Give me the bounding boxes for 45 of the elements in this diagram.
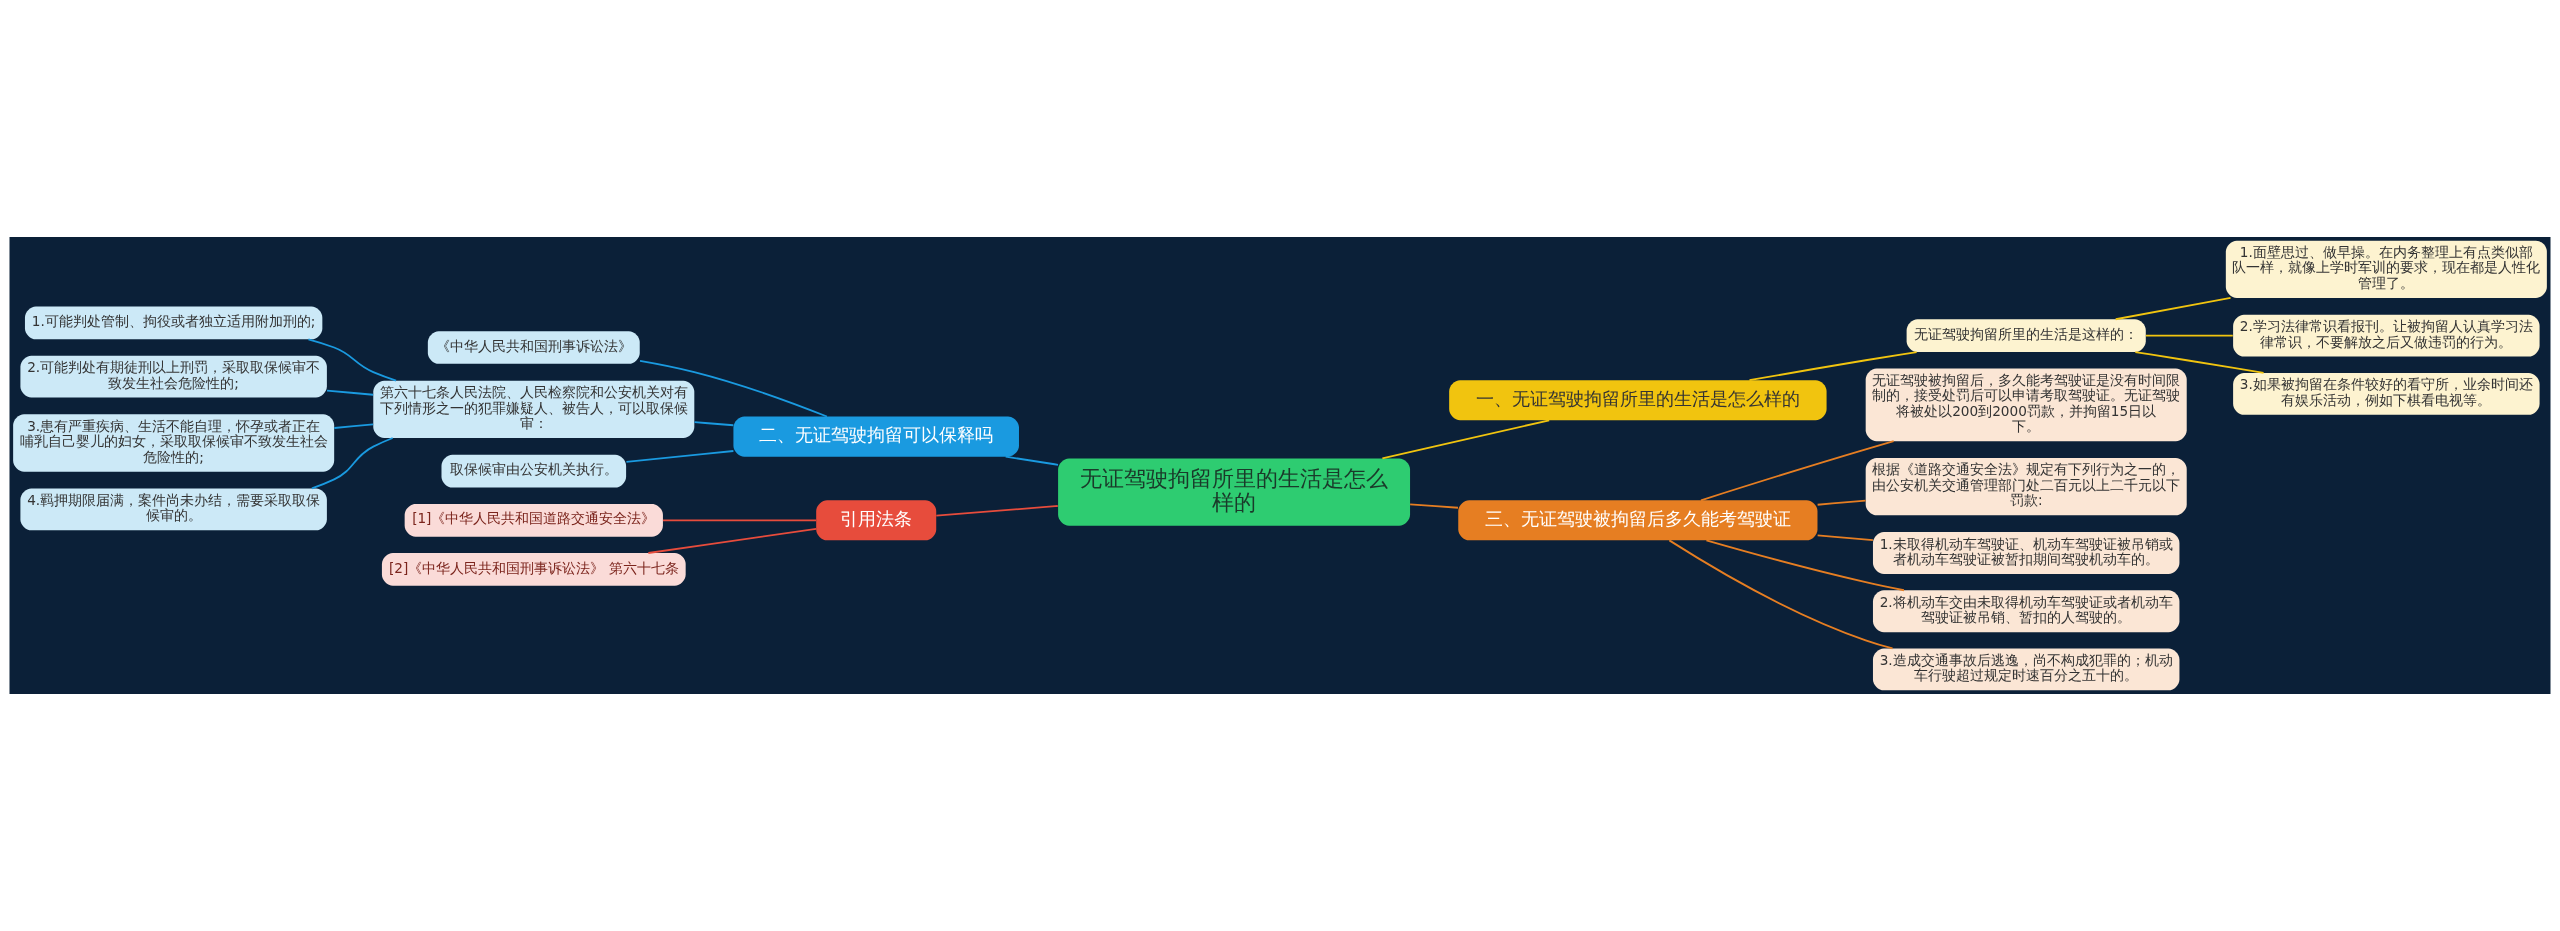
connector (693, 421, 735, 427)
node-box: 根据《道路交通安全法》规定有下列行为之一的，由公安机关交通管理部门处二百元以上二千元以下罚款: (1865, 458, 2187, 516)
node-box: 2.可能判处有期徒刑以上刑罚，采取取保候审不致发生社会危险性的; (20, 355, 327, 398)
connector (1700, 440, 1895, 502)
node-box: 3.造成交通事故后逃逸，尚不构成犯罪的；机动车行驶超过规定时速百分之五十的。 (1872, 648, 2180, 691)
connector (307, 338, 397, 382)
node-box: [1]《中华人民共和国道路交通安全法》 (404, 503, 663, 537)
node-box: 1.可能判处管制、拘役或者独立适用附加刑的; (24, 306, 323, 340)
connector (2145, 334, 2234, 337)
connector (1816, 499, 1867, 506)
node-box: 1.面壁思过、做早操。在内务整理上有点类似部队一样，就像上学时军训的要求，现在都是人性化管理了。 (2225, 240, 2547, 298)
connector (625, 450, 735, 463)
node-box: 无证驾驶被拘留后，多久能考驾驶证是没有时间限制的，接受处罚后可以申请考取驾驶证。无证驾驶将被处以200到2000罚款，并拘留15日以下。 (1865, 368, 2187, 442)
node-box: [2]《中华人民共和国刑事诉讼法》 第六十七条 (381, 553, 686, 586)
connector (1381, 419, 1551, 460)
connector (333, 423, 374, 429)
connector (1748, 351, 1918, 382)
connector (647, 527, 818, 554)
node-box: 4.羁押期限届满，案件尚未办结，需要采取取保候审的。 (20, 488, 327, 531)
connector (1409, 503, 1459, 509)
node-box: 3.患有严重疾病、生活不能自理，怀孕或者正在哺乳自己婴儿的妇女，采取取保候审不致发生社会危险性的; (13, 414, 335, 472)
node-box: 取保候审由公安机关执行。 (441, 454, 627, 488)
node-box: 三、无证驾驶被拘留后多久能考驾驶证 (1458, 500, 1818, 541)
node-box: 第六十七条人民法院、人民检察院和公安机关对有下列情形之一的犯罪嫌疑人、被告人，可以取保候审： (373, 380, 695, 438)
node-box: 《中华人民共和国刑事诉讼法》 (427, 331, 640, 364)
connector (1004, 455, 1059, 466)
connector (1668, 539, 1894, 650)
connector (310, 437, 394, 490)
connector (662, 519, 817, 522)
node-box: 2.将机动车交由未取得机动车驾驶证或者机动车驾驶证被吊销、暂扣的人驾驶的。 (1872, 590, 2180, 633)
node-box: 1.未取得机动车驾驶证、机动车驾驶证被吊销或者机动车驾驶证被暂扣期间驾驶机动车的。 (1872, 532, 2180, 574)
connector (1816, 534, 1874, 542)
node-box: 无证驾驶拘留所里的生活是怎么样的 (1058, 458, 1411, 526)
connector (1705, 539, 1905, 592)
connector (326, 389, 374, 396)
connector (2114, 297, 2232, 321)
node-box: 引用法条 (816, 500, 937, 541)
connector (935, 505, 1059, 517)
node-box: 2.学习法律常识看报刊。让被拘留人认真学习法律常识，不要解放之后又做违罚的行为。 (2233, 314, 2540, 357)
node-box: 一、无证驾驶拘留所里的生活是怎么样的 (1449, 380, 1827, 421)
node-box: 二、无证驾驶拘留可以保释吗 (733, 416, 1019, 457)
node-box: 无证驾驶拘留所里的生活是这样的： (1906, 319, 2146, 353)
connector (639, 359, 828, 418)
node-box: 3.如果被拘留在条件较好的看守所，业余时间还有娱乐活动，例如下棋看电视等。 (2233, 372, 2540, 415)
connector (2134, 351, 2265, 374)
